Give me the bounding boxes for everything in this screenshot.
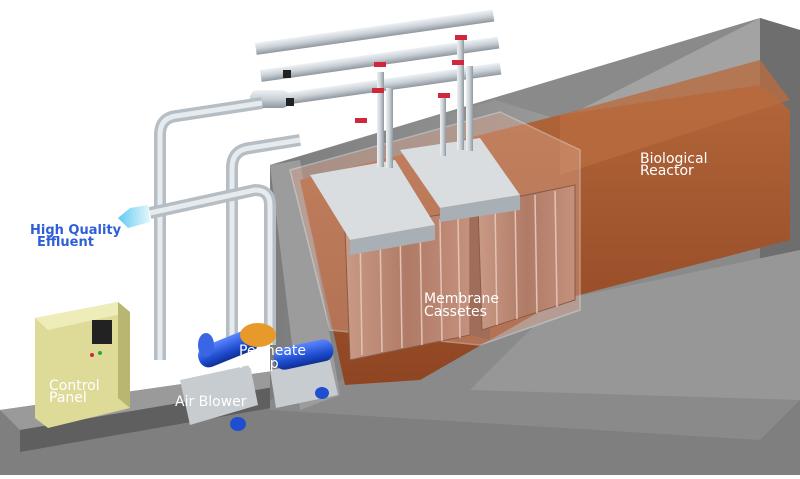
reactor-label-line2: Reactor bbox=[640, 163, 694, 179]
label-permeate: Permeate Pump bbox=[239, 343, 306, 372]
valve-icon bbox=[374, 62, 386, 67]
control-label-line2: Panel bbox=[49, 390, 87, 406]
flow-arrow-icon bbox=[118, 205, 150, 228]
panel-screen bbox=[92, 320, 112, 344]
label-reactor: Biological Reactor bbox=[640, 151, 707, 179]
permeate-label-line2: Pump bbox=[239, 356, 279, 372]
control-label-line1: Control bbox=[49, 378, 100, 394]
permeate-label-line1: Permeate bbox=[239, 343, 306, 359]
membrane-cassette-right bbox=[477, 184, 576, 331]
membrane-label-line1: Membrane bbox=[424, 291, 499, 307]
membrane-label-line2: Cassetes bbox=[424, 304, 487, 320]
control-panel-cabinet bbox=[35, 302, 130, 428]
effluent-label-line2: Effluent bbox=[37, 235, 94, 250]
permeate-headers bbox=[310, 138, 520, 255]
air-blower-label: Air Blower bbox=[175, 394, 247, 410]
reactor-label-line1: Biological bbox=[640, 151, 707, 167]
riser-pipes bbox=[148, 97, 301, 360]
effluent-label-line1: High Quality bbox=[30, 223, 122, 238]
permeate-pump-unit bbox=[240, 323, 338, 408]
label-effluent: High Quality Effluent bbox=[30, 223, 122, 250]
label-membrane: Membrane Cassetes bbox=[424, 291, 499, 320]
label-control: Control Panel bbox=[49, 378, 100, 406]
overhead-pipes bbox=[250, 9, 502, 168]
